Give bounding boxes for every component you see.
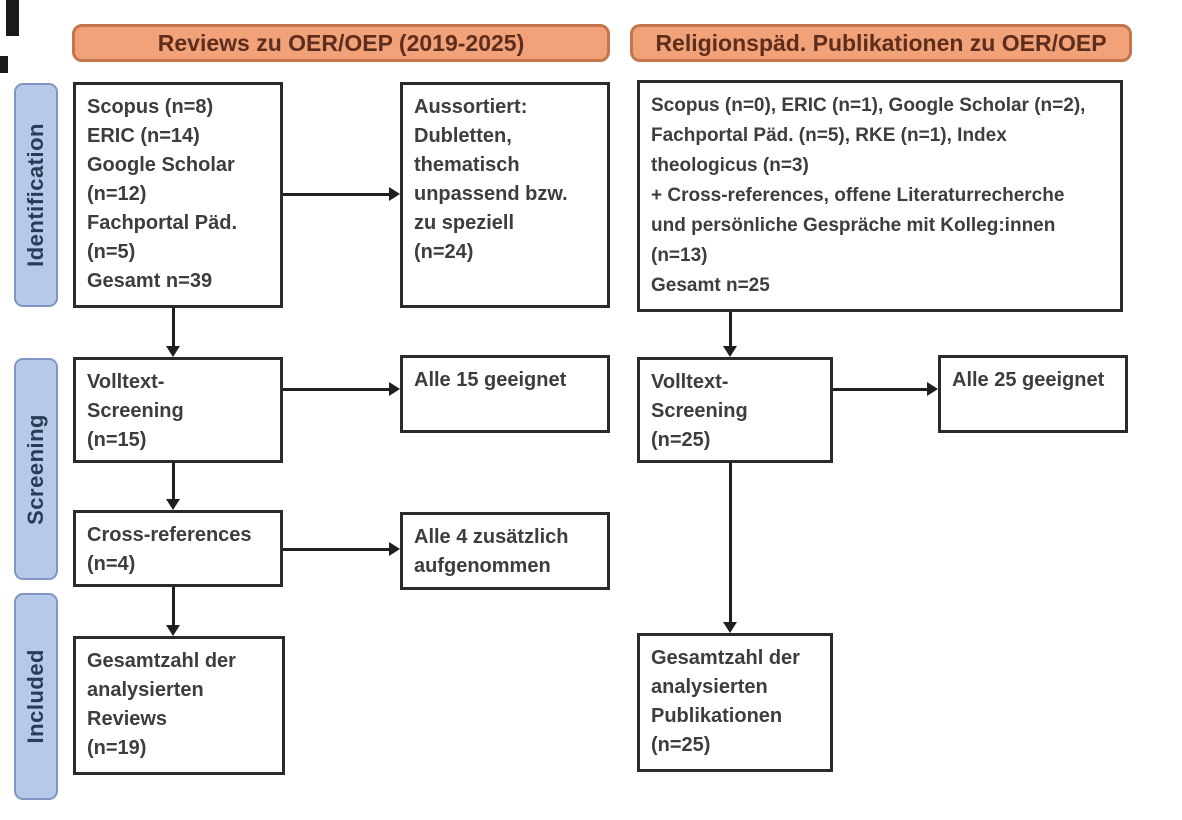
box-right-fulltext-screening: Volltext- Screening (n=25) bbox=[637, 357, 833, 463]
stage-label-included-text: Included bbox=[23, 649, 48, 744]
box-left-included-total: Gesamtzahl der analysierten Reviews (n=1… bbox=[73, 636, 285, 775]
column-header-religionspaed: Religionspäd. Publikationen zu OER/OEP bbox=[630, 24, 1132, 62]
stage-label-included: Included bbox=[14, 593, 58, 800]
box-left-sources: Scopus (n=8) ERIC (n=14) Google Scholar … bbox=[73, 82, 283, 308]
stage-label-identification-text: Identification bbox=[23, 123, 48, 267]
stage-label-identification: Identification bbox=[14, 83, 58, 307]
box-left-fulltext-screening: Volltext- Screening (n=15) bbox=[73, 357, 283, 463]
scan-artifact-left bbox=[0, 56, 8, 73]
arrow-left-sources-down bbox=[166, 308, 180, 357]
stage-label-screening-text: Screening bbox=[23, 413, 48, 525]
box-right-included-total: Gesamtzahl der analysierten Publikatione… bbox=[637, 633, 833, 772]
scan-artifact-top bbox=[6, 0, 19, 36]
arrow-left-fulltext-to-result bbox=[283, 382, 400, 396]
box-right-sources: Scopus (n=0), ERIC (n=1), Google Scholar… bbox=[637, 80, 1123, 312]
arrow-left-sources-to-excluded bbox=[283, 187, 400, 201]
box-left-fulltext-result: Alle 15 geeignet bbox=[400, 355, 610, 433]
box-left-excluded: Aussortiert: Dubletten, thematisch unpas… bbox=[400, 82, 610, 308]
arrow-right-fulltext-down bbox=[723, 463, 737, 633]
column-header-reviews: Reviews zu OER/OEP (2019-2025) bbox=[72, 24, 610, 62]
arrow-left-crossref-down bbox=[166, 587, 180, 636]
arrow-right-fulltext-to-result bbox=[833, 382, 938, 396]
stage-label-screening: Screening bbox=[14, 358, 58, 580]
arrow-right-sources-down bbox=[723, 312, 737, 357]
arrow-left-crossref-to-result bbox=[283, 542, 400, 556]
arrow-left-fulltext-down bbox=[166, 463, 180, 510]
box-right-fulltext-result: Alle 25 geeignet bbox=[938, 355, 1128, 433]
box-left-cross-references: Cross-references (n=4) bbox=[73, 510, 283, 587]
box-left-cross-references-result: Alle 4 zusätzlich aufgenommen bbox=[400, 512, 610, 590]
